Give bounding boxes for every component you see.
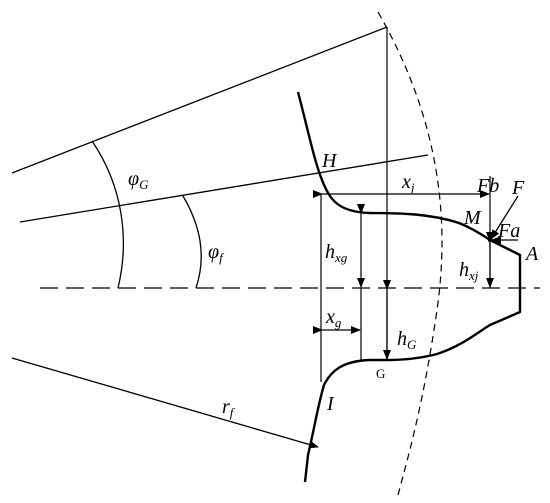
label-xg: xg: [325, 306, 342, 330]
outer-circle-dashed: [377, 11, 443, 496]
root-radius-line: [11, 357, 319, 449]
label-hxg: hxg: [325, 241, 348, 265]
force-f-line: [490, 195, 519, 240]
label-fa: Fa: [497, 220, 520, 242]
label-a: A: [524, 243, 539, 265]
label-phi-f: φf: [208, 241, 225, 265]
radial-line-middle: [19, 154, 429, 223]
label-hxj: hxj: [459, 259, 479, 283]
label-i: I: [326, 393, 335, 415]
radial-line-top: [11, 26, 388, 174]
label-h: H: [321, 150, 338, 172]
point-m-dot: [487, 237, 493, 243]
label-xj: xj: [401, 171, 415, 195]
label-phi-g: φG: [128, 168, 149, 192]
phi-g-arc: [91, 140, 124, 289]
label-fb: Fb: [476, 175, 499, 197]
label-rf: rf: [222, 396, 236, 420]
label-g: G: [376, 366, 385, 381]
label-hg: hG: [397, 328, 417, 352]
phi-f-arc: [182, 195, 202, 289]
label-f: F: [511, 177, 525, 199]
label-m: M: [463, 207, 482, 229]
